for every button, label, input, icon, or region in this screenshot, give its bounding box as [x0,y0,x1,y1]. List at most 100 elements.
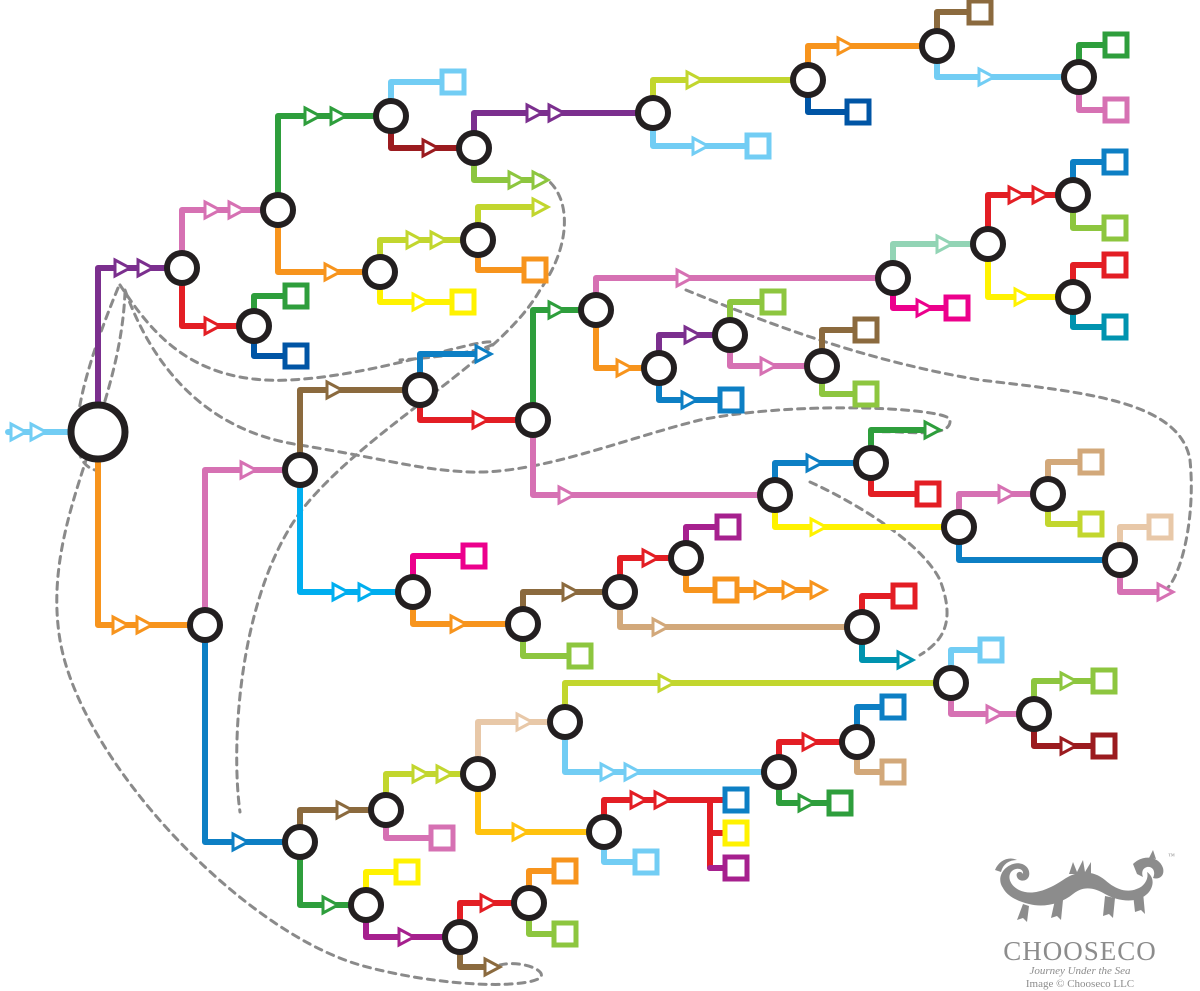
choice-node [456,130,492,166]
route-line [297,839,369,908]
page-arrow-icon [935,233,956,255]
page-arrow-icon [113,257,134,279]
route-line [179,265,257,329]
choice-node [187,607,223,643]
story-ending-square [1101,148,1129,176]
page-arrow-icon [335,799,356,821]
page-arrow-icon [474,343,495,365]
choice-node [933,665,969,701]
choice-node [368,792,404,828]
page-arrow-icon [809,516,830,538]
brand-credit: Image © Chooseco LLC [1025,978,1135,990]
story-ending-square [890,582,918,610]
story-ending-square [717,386,745,414]
route-line [593,307,662,371]
choice-node [641,350,677,386]
page-arrow-icon [836,35,857,57]
route-line [95,447,208,628]
route-line [593,275,896,313]
route-line [202,622,303,845]
story-ending-square [722,786,750,814]
route-line [934,43,1082,80]
route-line [805,43,940,83]
page-arrow-icon [1013,286,1034,308]
choice-node [839,724,875,760]
page-arrow-icon [809,579,830,601]
route-line [95,265,185,418]
page-arrow-icon [759,355,780,377]
page-arrow-icon [9,421,30,443]
story-ending-square [1077,510,1105,538]
route-line [471,110,656,151]
page-arrow-icon [1059,670,1080,692]
choice-node [260,192,296,228]
page-arrow-icon [801,731,822,753]
page-arrows [9,35,1177,978]
story-ending-square [879,758,907,786]
story-ending-square [1101,214,1129,242]
choice-node [511,885,547,921]
choice-node [668,540,704,576]
page-arrow-icon [411,291,432,313]
story-ending-square [1101,251,1129,279]
dashed-boundary [118,283,495,382]
story-ending-square [1102,96,1130,124]
page-arrow-icon [231,831,252,853]
page-arrow-icon [753,579,774,601]
page-arrow-icon [471,409,492,431]
page-arrow-icon [561,581,582,603]
choice-node [970,226,1006,262]
choice-node [442,919,478,955]
story-ending-square [879,693,907,721]
dashed-boundary [235,173,566,814]
story-ending-square [844,98,872,126]
page-arrow-icon [511,821,532,843]
page-arrow-icon [449,613,470,635]
brand-subtitle: Journey Under the Sea [1029,965,1131,977]
page-arrow-icon [411,763,432,785]
choice-node [941,509,977,545]
page-arrow-icon [997,483,1018,505]
page-arrow-icon [797,792,818,814]
chooseco-logo: CHOOSECO ™ Journey Under the Sea Image ©… [975,850,1185,991]
choice-node [578,292,614,328]
page-arrow-icon [329,105,350,127]
route-line [562,719,782,775]
page-arrow-icon [321,894,342,916]
choice-node [460,756,496,792]
page-arrow-icon [483,956,504,978]
story-ending-square [551,857,579,885]
page-arrow-icon [525,102,546,124]
story-ending-square [722,819,750,847]
story-ending-square [632,848,660,876]
page-arrow-icon [547,299,568,321]
choice-node [875,260,911,296]
page-arrow-icon [685,69,706,91]
choice-node [761,754,797,790]
page-arrow-icon [331,581,352,603]
page-arrow-icon [599,761,620,783]
page-arrow-icon [683,324,704,346]
page-arrow-icon [547,102,568,124]
route-line [275,113,394,213]
story-ending-square [428,824,456,852]
choice-node [844,609,880,645]
story-ending-square [722,854,750,882]
choice-node [373,98,409,134]
story-ending-square [282,282,310,310]
route-line [297,467,416,595]
page-arrow-icon [397,926,418,948]
route-line [202,467,303,628]
story-ending-square [712,576,740,604]
choice-node [164,250,200,286]
page-arrow-icon [479,892,500,914]
page-arrow-icon [915,297,936,319]
page-arrow-icon [675,267,696,289]
choice-node [282,824,318,860]
page-arrow-icon [985,703,1006,725]
story-ending-square [852,380,880,408]
choice-node [635,95,671,131]
choice-node [804,348,840,384]
page-arrow-icon [239,459,260,481]
